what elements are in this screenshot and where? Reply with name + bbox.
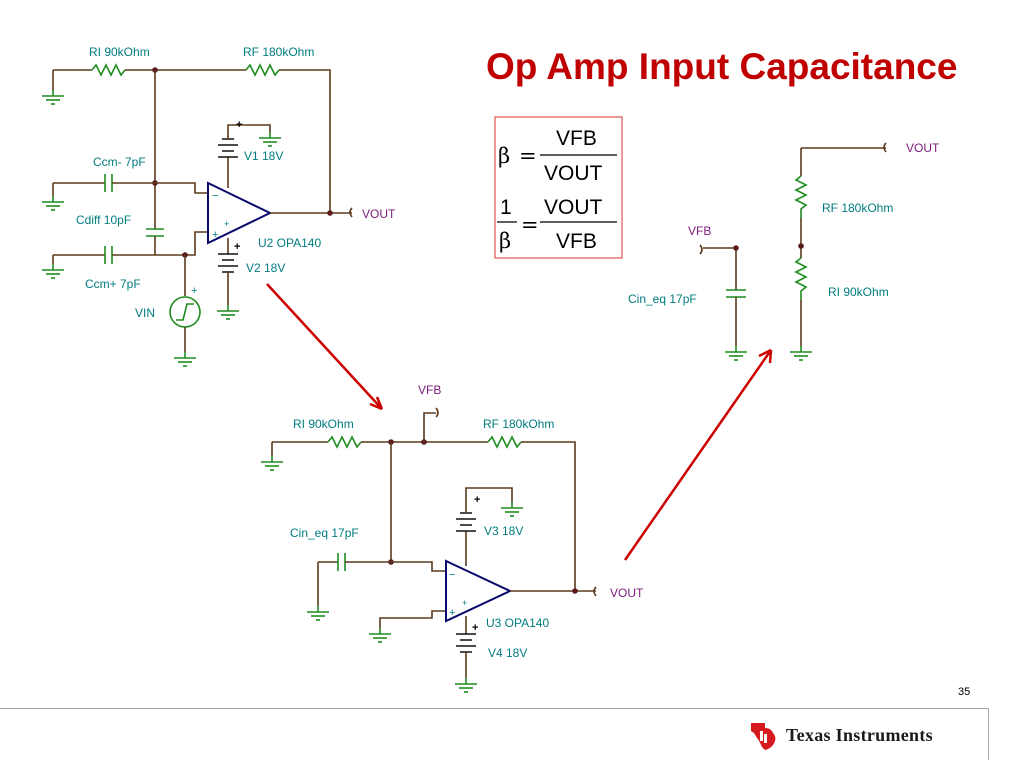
vout-label-1: VOUT: [362, 207, 396, 221]
vfb-label-3: VFB: [688, 224, 711, 238]
formula-equals-2: =: [521, 213, 539, 237]
svg-text:−: −: [449, 569, 455, 581]
resistor-rf-2: [487, 435, 522, 449]
formula-vfb-2: VFB: [556, 230, 597, 253]
svg-text:+: +: [474, 494, 480, 506]
v3-label: V3 18V: [484, 524, 523, 538]
vfb-label-2: VFB: [418, 383, 441, 397]
svg-text:−: −: [212, 190, 218, 202]
battery-v2: [218, 253, 238, 273]
page-number: 35: [958, 686, 971, 698]
ti-wordmark: Texas Instruments: [786, 725, 933, 745]
svg-text:+: +: [212, 229, 218, 241]
svg-text:+: +: [191, 285, 197, 297]
resistor-ri-1: [91, 63, 126, 77]
slide-title: Op Amp Input Capacitance: [486, 46, 958, 87]
vin-label: VIN: [135, 306, 155, 320]
svg-text:+: +: [472, 622, 478, 634]
opamp-u2: [207, 181, 273, 245]
battery-v1: [218, 138, 238, 158]
u3-label: U3 OPA140: [486, 616, 549, 630]
resistor-rf-3: [794, 175, 808, 218]
arrow-1: [266, 283, 383, 410]
ri-label-2: RI 90kOhm: [293, 417, 354, 431]
ri-label-1: RI 90kOhm: [89, 45, 150, 59]
v1-label: V1 18V: [244, 149, 283, 163]
svg-text:+: +: [234, 241, 240, 253]
footer-bar: [0, 708, 989, 760]
rf-label-3: RF 180kOhm: [822, 201, 893, 215]
v2-label: V2 18V: [246, 261, 285, 275]
formula-vout-2: VOUT: [544, 196, 603, 219]
formula-one: 1: [500, 196, 512, 219]
resistor-ri-2: [327, 435, 362, 449]
vout-label-2: VOUT: [610, 586, 644, 600]
capacitor-cin-3: [726, 289, 746, 298]
svg-text:+: +: [462, 598, 467, 608]
resistor-ri-3: [794, 257, 808, 300]
cin-label-2: Cin_eq 17pF: [290, 526, 359, 540]
cdiff-label: Cdiff 10pF: [76, 213, 131, 227]
beta-formula: β = VFB VOUT 1 β = VOUT VFB: [494, 116, 623, 259]
formula-beta-2: β: [499, 229, 511, 253]
formula-equals-1: =: [519, 144, 537, 168]
ri-label-3: RI 90kOhm: [828, 285, 889, 299]
ccm-plus-label: Ccm+ 7pF: [85, 277, 141, 291]
formula-vfb-1: VFB: [556, 127, 597, 150]
circuit-2: RI 90kOhm RF 180kOhm VFB Cin_eq 17pF − +…: [260, 383, 644, 693]
battery-v4: [456, 633, 476, 653]
capacitor-ccm-plus: [104, 246, 113, 264]
vout-label-3: VOUT: [906, 141, 940, 155]
circuit-3: VOUT RF 180kOhm RI 90kOhm VFB Cin_eq 17p…: [628, 141, 940, 361]
u2-label: U2 OPA140: [258, 236, 321, 250]
svg-text:+: +: [236, 119, 242, 131]
arrow-2: [623, 349, 773, 561]
formula-beta-1: β: [498, 144, 510, 168]
circuit-1: RI 90kOhm RF 180kOhm Ccm- 7pF Cdiff 10pF…: [41, 45, 396, 367]
cin-label-3: Cin_eq 17pF: [628, 292, 697, 306]
rf-label-1: RF 180kOhm: [243, 45, 314, 59]
v4-label: V4 18V: [488, 646, 527, 660]
ccm-minus-label: Ccm- 7pF: [93, 155, 146, 169]
svg-text:+: +: [224, 219, 229, 229]
ti-logo-icon: [751, 723, 776, 750]
capacitor-cin-2: [337, 553, 346, 571]
rf-label-2: RF 180kOhm: [483, 417, 554, 431]
opamp-u3: [445, 559, 513, 623]
formula-vout-1: VOUT: [544, 162, 603, 185]
resistor-rf-1: [245, 63, 280, 77]
battery-v3: [456, 512, 476, 532]
capacitor-cdiff: [146, 228, 164, 237]
capacitor-ccm-minus: [104, 174, 113, 192]
svg-text:+: +: [449, 607, 455, 619]
